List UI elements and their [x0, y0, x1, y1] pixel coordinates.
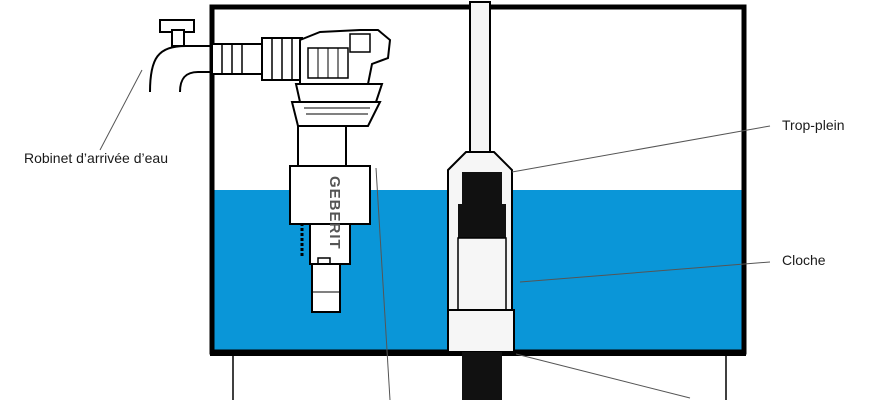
label-overflow: Trop-plein: [782, 117, 845, 133]
brand-label: GEBERIT: [326, 176, 343, 250]
fill-valve: GEBERIT: [211, 29, 392, 313]
label-inlet-valve: Robinet d’arrivée d’eau: [24, 150, 168, 166]
leader-inlet: [99, 69, 143, 151]
leader-outlet: [515, 353, 691, 399]
bell-dark-top: [462, 172, 502, 206]
bell-dark-mid: [458, 204, 506, 238]
leader-overflow: [511, 125, 771, 173]
bell-base: [447, 309, 515, 353]
leader-valve: [375, 167, 391, 400]
label-bell: Cloche: [782, 252, 826, 268]
overflow-tube: [469, 1, 491, 155]
inlet-tap: [149, 19, 212, 93]
outlet-pipe: [462, 352, 502, 400]
overflow-assembly: [447, 1, 515, 400]
leader-bell: [519, 261, 771, 283]
